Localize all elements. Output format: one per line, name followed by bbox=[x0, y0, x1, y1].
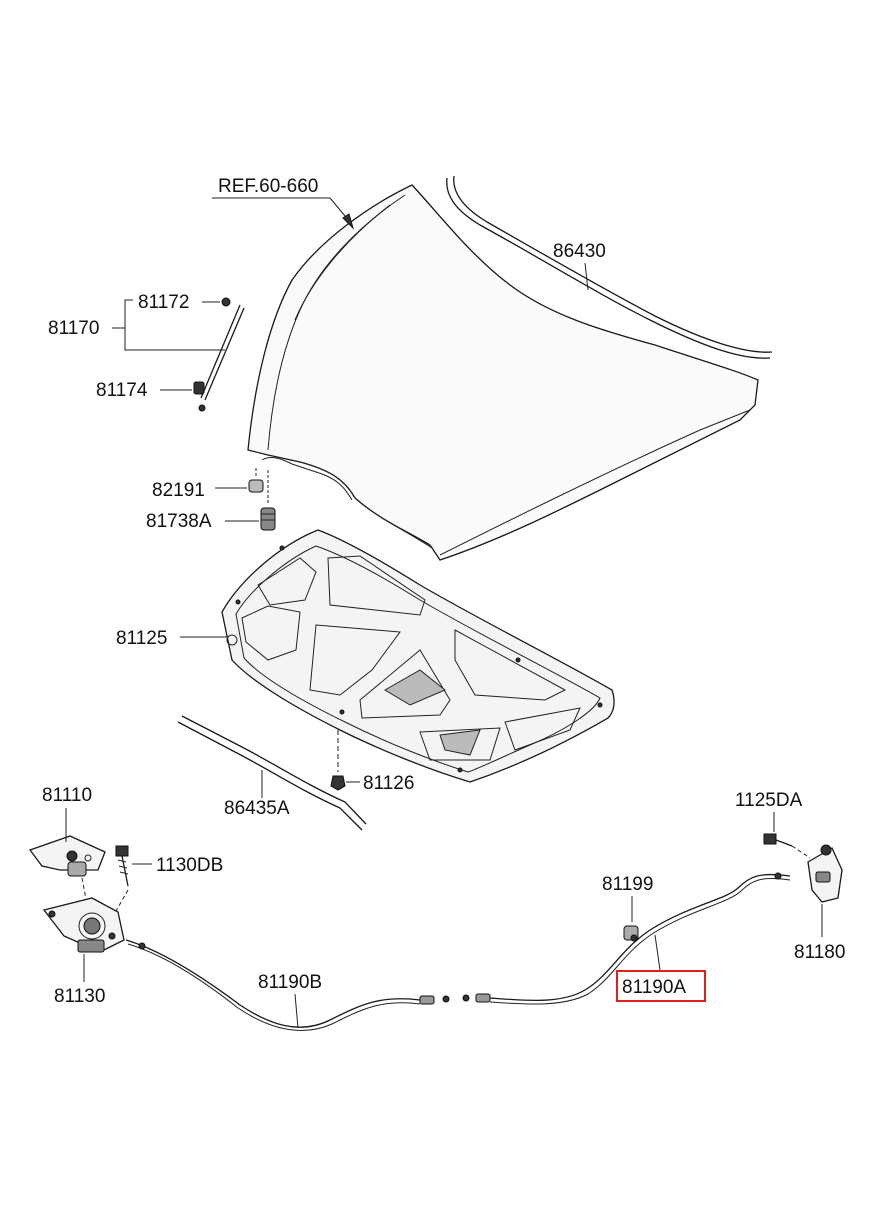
label-81199[interactable]: 81199 bbox=[602, 874, 653, 895]
label-81738a[interactable]: 81738A bbox=[146, 511, 212, 532]
seal-strip-86435a[interactable] bbox=[177, 715, 367, 831]
label-81174[interactable]: 81174 bbox=[96, 380, 148, 401]
ref-callout: REF.60-660 bbox=[212, 176, 355, 230]
highlight-box bbox=[616, 970, 706, 1002]
hood-stay-rod[interactable] bbox=[193, 297, 245, 412]
label-81170[interactable]: 81170 bbox=[48, 318, 99, 339]
label-82191[interactable]: 82191 bbox=[152, 480, 205, 501]
release-cable-81190b[interactable] bbox=[125, 939, 450, 1031]
label-81190a[interactable]: 81190A bbox=[622, 977, 686, 998]
label-81130[interactable]: 81130 bbox=[54, 986, 105, 1007]
latch-bolt-1130db[interactable] bbox=[115, 845, 129, 887]
latch-assy-81130[interactable] bbox=[42, 897, 125, 953]
label-81110[interactable]: 81110 bbox=[42, 785, 92, 806]
insulator-clip-81126[interactable] bbox=[330, 775, 346, 791]
release-handle-81180[interactable] bbox=[807, 844, 843, 903]
label-81190b[interactable]: 81190B bbox=[258, 972, 322, 993]
latch-bracket-81110[interactable] bbox=[28, 835, 106, 877]
cable-clip-81199[interactable] bbox=[623, 925, 639, 942]
release-bolt-1125da[interactable] bbox=[763, 833, 793, 847]
label-81172[interactable]: 81172 bbox=[138, 292, 189, 313]
hood-bumper-82191[interactable] bbox=[248, 479, 264, 493]
hood-weatherstrip-86430[interactable] bbox=[446, 175, 773, 359]
label-1130db[interactable]: 1130DB bbox=[156, 855, 223, 876]
label-ref[interactable]: REF.60-660 bbox=[218, 176, 318, 197]
release-cable-81190a[interactable] bbox=[462, 872, 791, 1005]
label-81180[interactable]: 81180 bbox=[794, 942, 845, 963]
label-86435a[interactable]: 86435A bbox=[224, 798, 290, 819]
hood-insulator-pad[interactable] bbox=[221, 529, 615, 783]
label-86430[interactable]: 86430 bbox=[553, 241, 606, 262]
overslam-bumper-81738a[interactable] bbox=[260, 507, 276, 531]
label-81126[interactable]: 81126 bbox=[363, 773, 414, 794]
label-1125da[interactable]: 1125DA bbox=[735, 790, 803, 811]
label-81125[interactable]: 81125 bbox=[116, 628, 167, 649]
hood-panel[interactable] bbox=[247, 184, 759, 561]
